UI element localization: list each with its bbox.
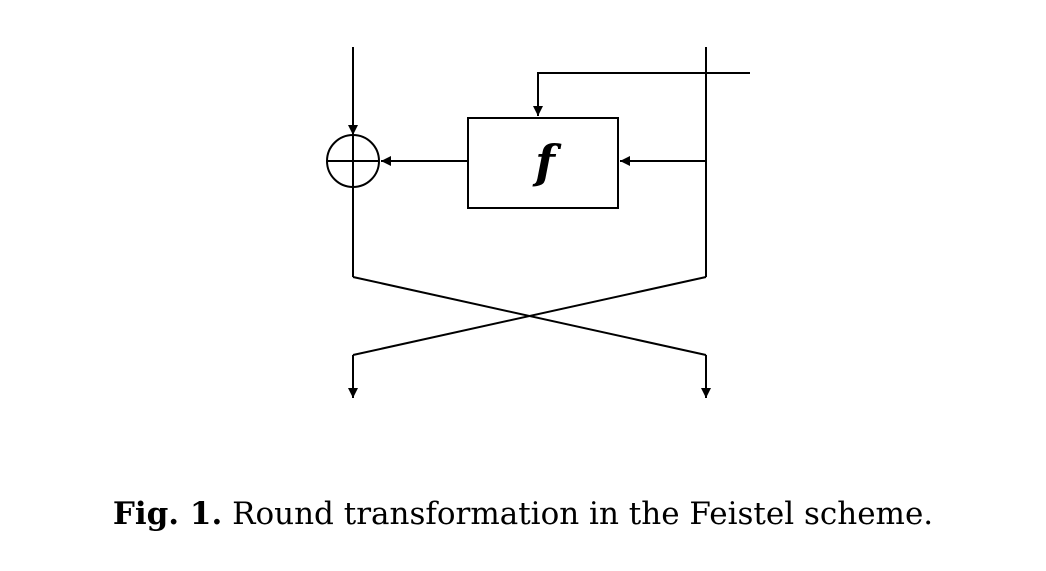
xor-icon bbox=[326, 134, 380, 188]
figure-caption: Fig. 1. Round transformation in the Feis… bbox=[0, 496, 1046, 532]
function-box bbox=[467, 117, 619, 209]
caption-text: Round transformation in the Feistel sche… bbox=[222, 496, 934, 532]
feistel-round-diagram: f bbox=[326, 47, 750, 398]
round-key-arrow bbox=[533, 72, 750, 116]
crossover-right-to-left bbox=[352, 276, 707, 356]
figure-label: Fig. 1. bbox=[112, 496, 223, 532]
